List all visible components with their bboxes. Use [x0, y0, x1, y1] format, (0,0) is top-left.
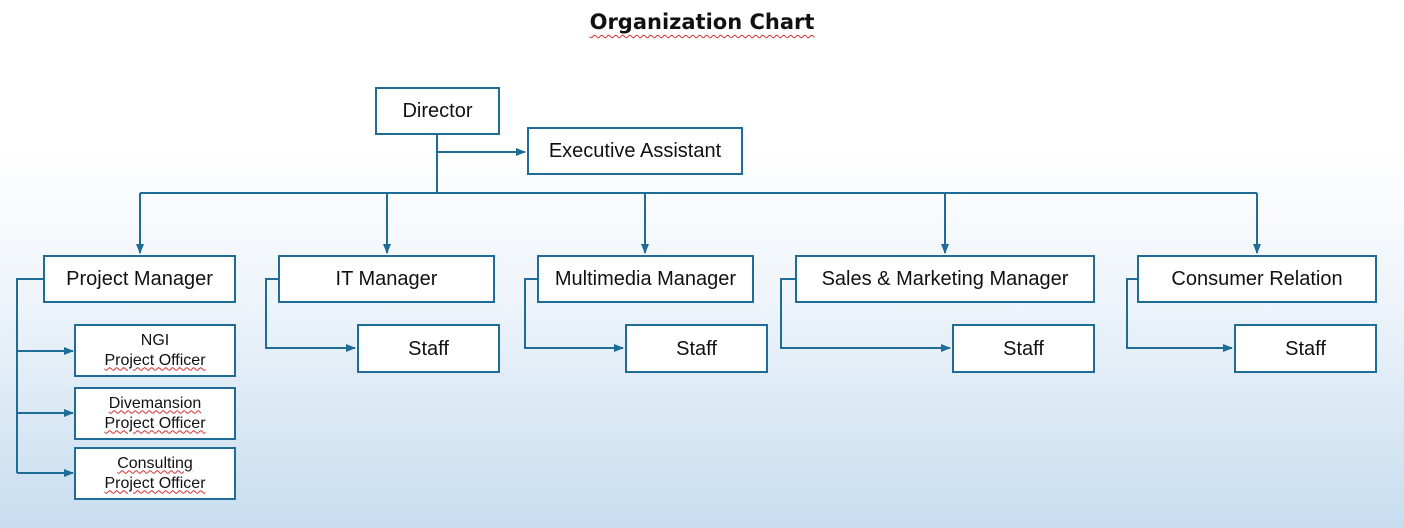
director-box: Director	[375, 87, 500, 135]
it-staff-box: Staff	[357, 324, 500, 373]
it-manager-box: IT Manager	[278, 255, 495, 303]
mm-branch	[524, 278, 624, 352]
consulting-officer-box: Consulting Project Officer	[74, 447, 236, 500]
divemansion-label: Divemansion	[108, 394, 202, 412]
sales-staff-box: Staff	[952, 324, 1095, 373]
consulting-role: Project Officer	[104, 474, 206, 492]
sm-branch	[780, 278, 951, 352]
consulting-label: Consulting	[117, 454, 193, 472]
sales-marketing-manager-box: Sales & Marketing Manager	[795, 255, 1095, 303]
ngi-role: Project Officer	[104, 351, 206, 369]
cr-branch	[1126, 278, 1233, 352]
chart-title: Organization Chart	[589, 10, 815, 34]
pm-branch	[16, 278, 44, 473]
multimedia-manager-box: Multimedia Manager	[537, 255, 754, 303]
executive-assistant-box: Executive Assistant	[527, 127, 743, 175]
consumer-relation-box: Consumer Relation	[1137, 255, 1377, 303]
divemansion-role: Project Officer	[104, 414, 206, 432]
divemansion-officer-box: Divemansion Project Officer	[74, 387, 236, 440]
project-manager-box: Project Manager	[43, 255, 236, 303]
ngi-officer-box: NGI Project Officer	[74, 324, 236, 377]
consumer-staff-box: Staff	[1234, 324, 1377, 373]
multimedia-staff-box: Staff	[625, 324, 768, 373]
it-branch	[265, 278, 356, 352]
ngi-label: NGI	[140, 331, 170, 349]
